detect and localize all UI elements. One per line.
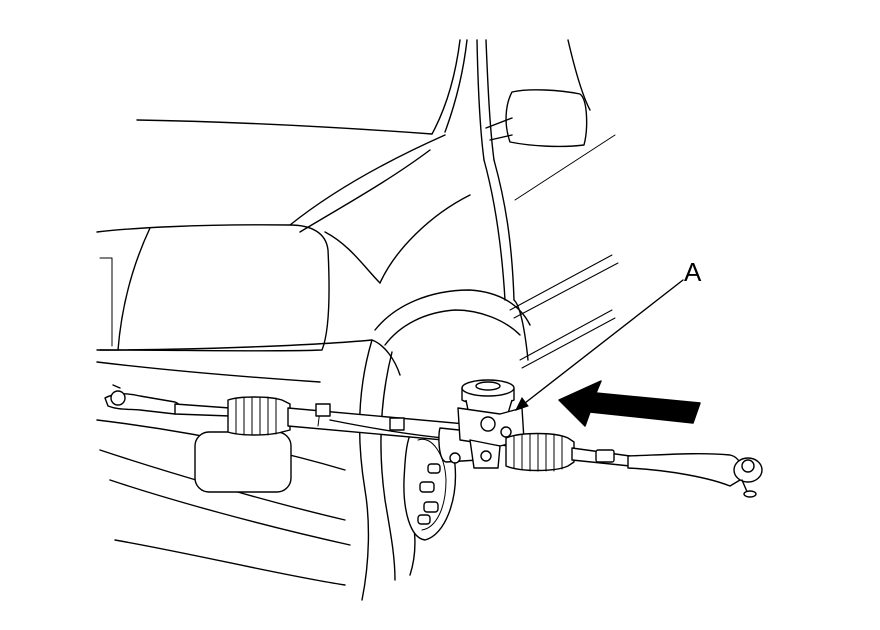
left-rack-boot [227, 396, 291, 436]
callout-arrowhead [515, 397, 529, 411]
right-tie-rod-end [627, 453, 743, 487]
callout-leader-line [515, 279, 684, 411]
door-edge [493, 159, 515, 301]
pinion-valve-housing [457, 379, 525, 469]
vehicle-body [96, 39, 619, 601]
fog-lamp [194, 431, 292, 493]
a-pillar [431, 39, 461, 135]
hood-line [136, 119, 433, 135]
right-rack-boot [505, 432, 575, 472]
side-mirror [505, 89, 588, 148]
fender-crease [289, 134, 446, 226]
headlight [96, 224, 330, 352]
callout-a: A [515, 257, 702, 411]
wheel-arch-inner [384, 309, 521, 346]
a-pillar-inner [444, 39, 468, 133]
callout-label-a: A [684, 257, 702, 287]
steering-rack [104, 379, 763, 498]
direction-arrow-icon [558, 380, 701, 427]
front-bumper [96, 339, 401, 376]
wheel-arch-outer [374, 289, 531, 331]
